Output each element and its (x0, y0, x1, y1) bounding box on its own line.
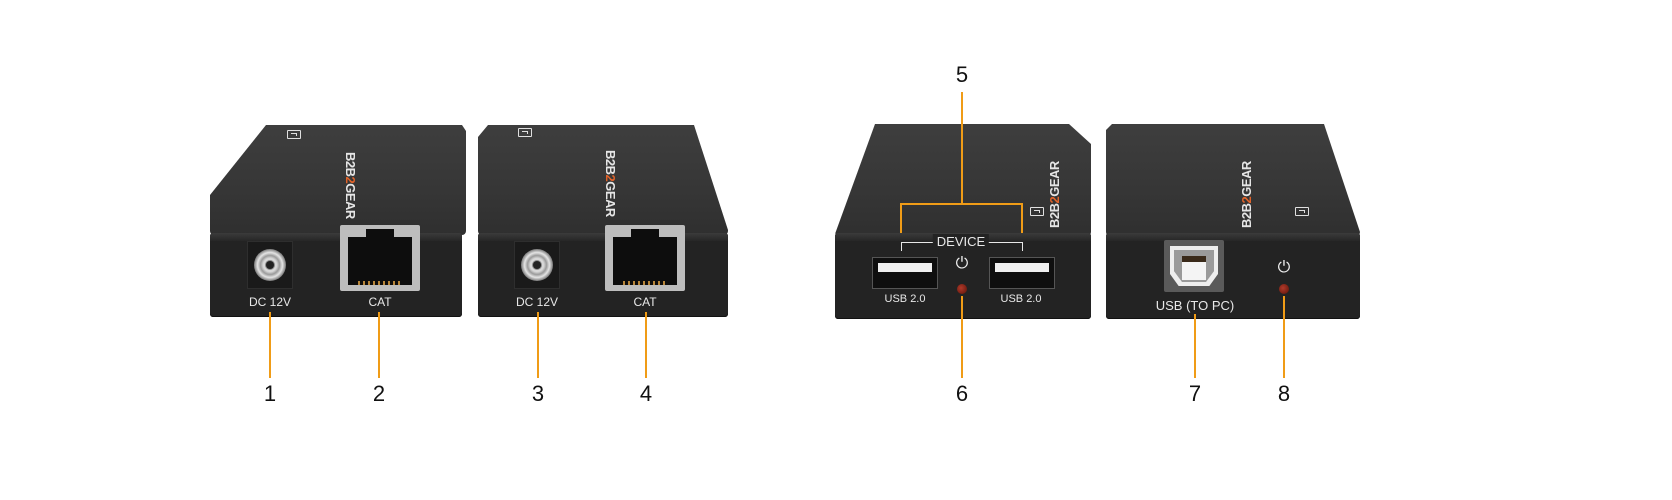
certification-badge-icon (1030, 207, 1044, 216)
callout-line-5 (961, 92, 963, 205)
brand-logo: B2B2GEAR (603, 150, 618, 217)
device-4-top (1106, 124, 1360, 236)
callout-number-4: 4 (639, 381, 653, 406)
brand-logo: B2B2GEAR (343, 152, 358, 219)
callout-number-7: 7 (1188, 381, 1202, 406)
port-label-cat: CAT (633, 295, 657, 309)
callout-line-6 (961, 296, 963, 378)
usb-a-port-1 (872, 257, 938, 289)
callout-line-5-right (1021, 203, 1023, 233)
port-label-cat: CAT (368, 295, 392, 309)
callout-bracket-5 (900, 203, 1023, 205)
callout-number-3: 3 (531, 381, 545, 406)
device-group-label: DEVICE (932, 234, 990, 249)
power-icon: ⏻ (1277, 259, 1291, 276)
usb-a-port-2 (989, 257, 1055, 289)
callout-line-8 (1283, 296, 1285, 378)
power-led (1279, 284, 1289, 294)
certification-badge-icon (518, 128, 532, 137)
callout-number-5: 5 (955, 62, 969, 87)
port-label-dc: DC 12V (248, 295, 292, 309)
callout-line-2 (378, 312, 380, 378)
callout-number-8: 8 (1277, 381, 1291, 406)
port-label-usb-1: USB 2.0 (884, 293, 926, 305)
device-2-top (478, 125, 728, 235)
certification-badge-icon (1295, 207, 1309, 216)
brand-logo: B2B2GEAR (1239, 161, 1254, 228)
certification-badge-icon (287, 130, 301, 139)
power-icon: ⏻ (955, 255, 969, 272)
dc-power-jack (514, 241, 560, 289)
brand-logo: B2B2GEAR (1047, 161, 1062, 228)
port-label-usb-2: USB 2.0 (1000, 293, 1042, 305)
callout-line-1 (269, 312, 271, 378)
rj45-cat-port (340, 225, 420, 291)
power-led (957, 284, 967, 294)
callout-line-5-left (900, 203, 902, 233)
device-4-front-panel (1106, 233, 1360, 319)
callout-number-6: 6 (955, 381, 969, 406)
callout-line-7 (1194, 314, 1196, 378)
callout-number-2: 2 (372, 381, 386, 406)
port-label-dc: DC 12V (515, 295, 559, 309)
device-3-top (835, 124, 1091, 236)
callout-line-3 (537, 312, 539, 378)
callout-number-1: 1 (263, 381, 277, 406)
callout-line-4 (645, 312, 647, 378)
dc-power-jack (247, 241, 293, 289)
port-label-usb-to-pc: USB (TO PC) (1155, 298, 1235, 313)
rj45-cat-port (605, 225, 685, 291)
usb-b-port (1164, 240, 1224, 292)
device-1-top (210, 125, 466, 235)
